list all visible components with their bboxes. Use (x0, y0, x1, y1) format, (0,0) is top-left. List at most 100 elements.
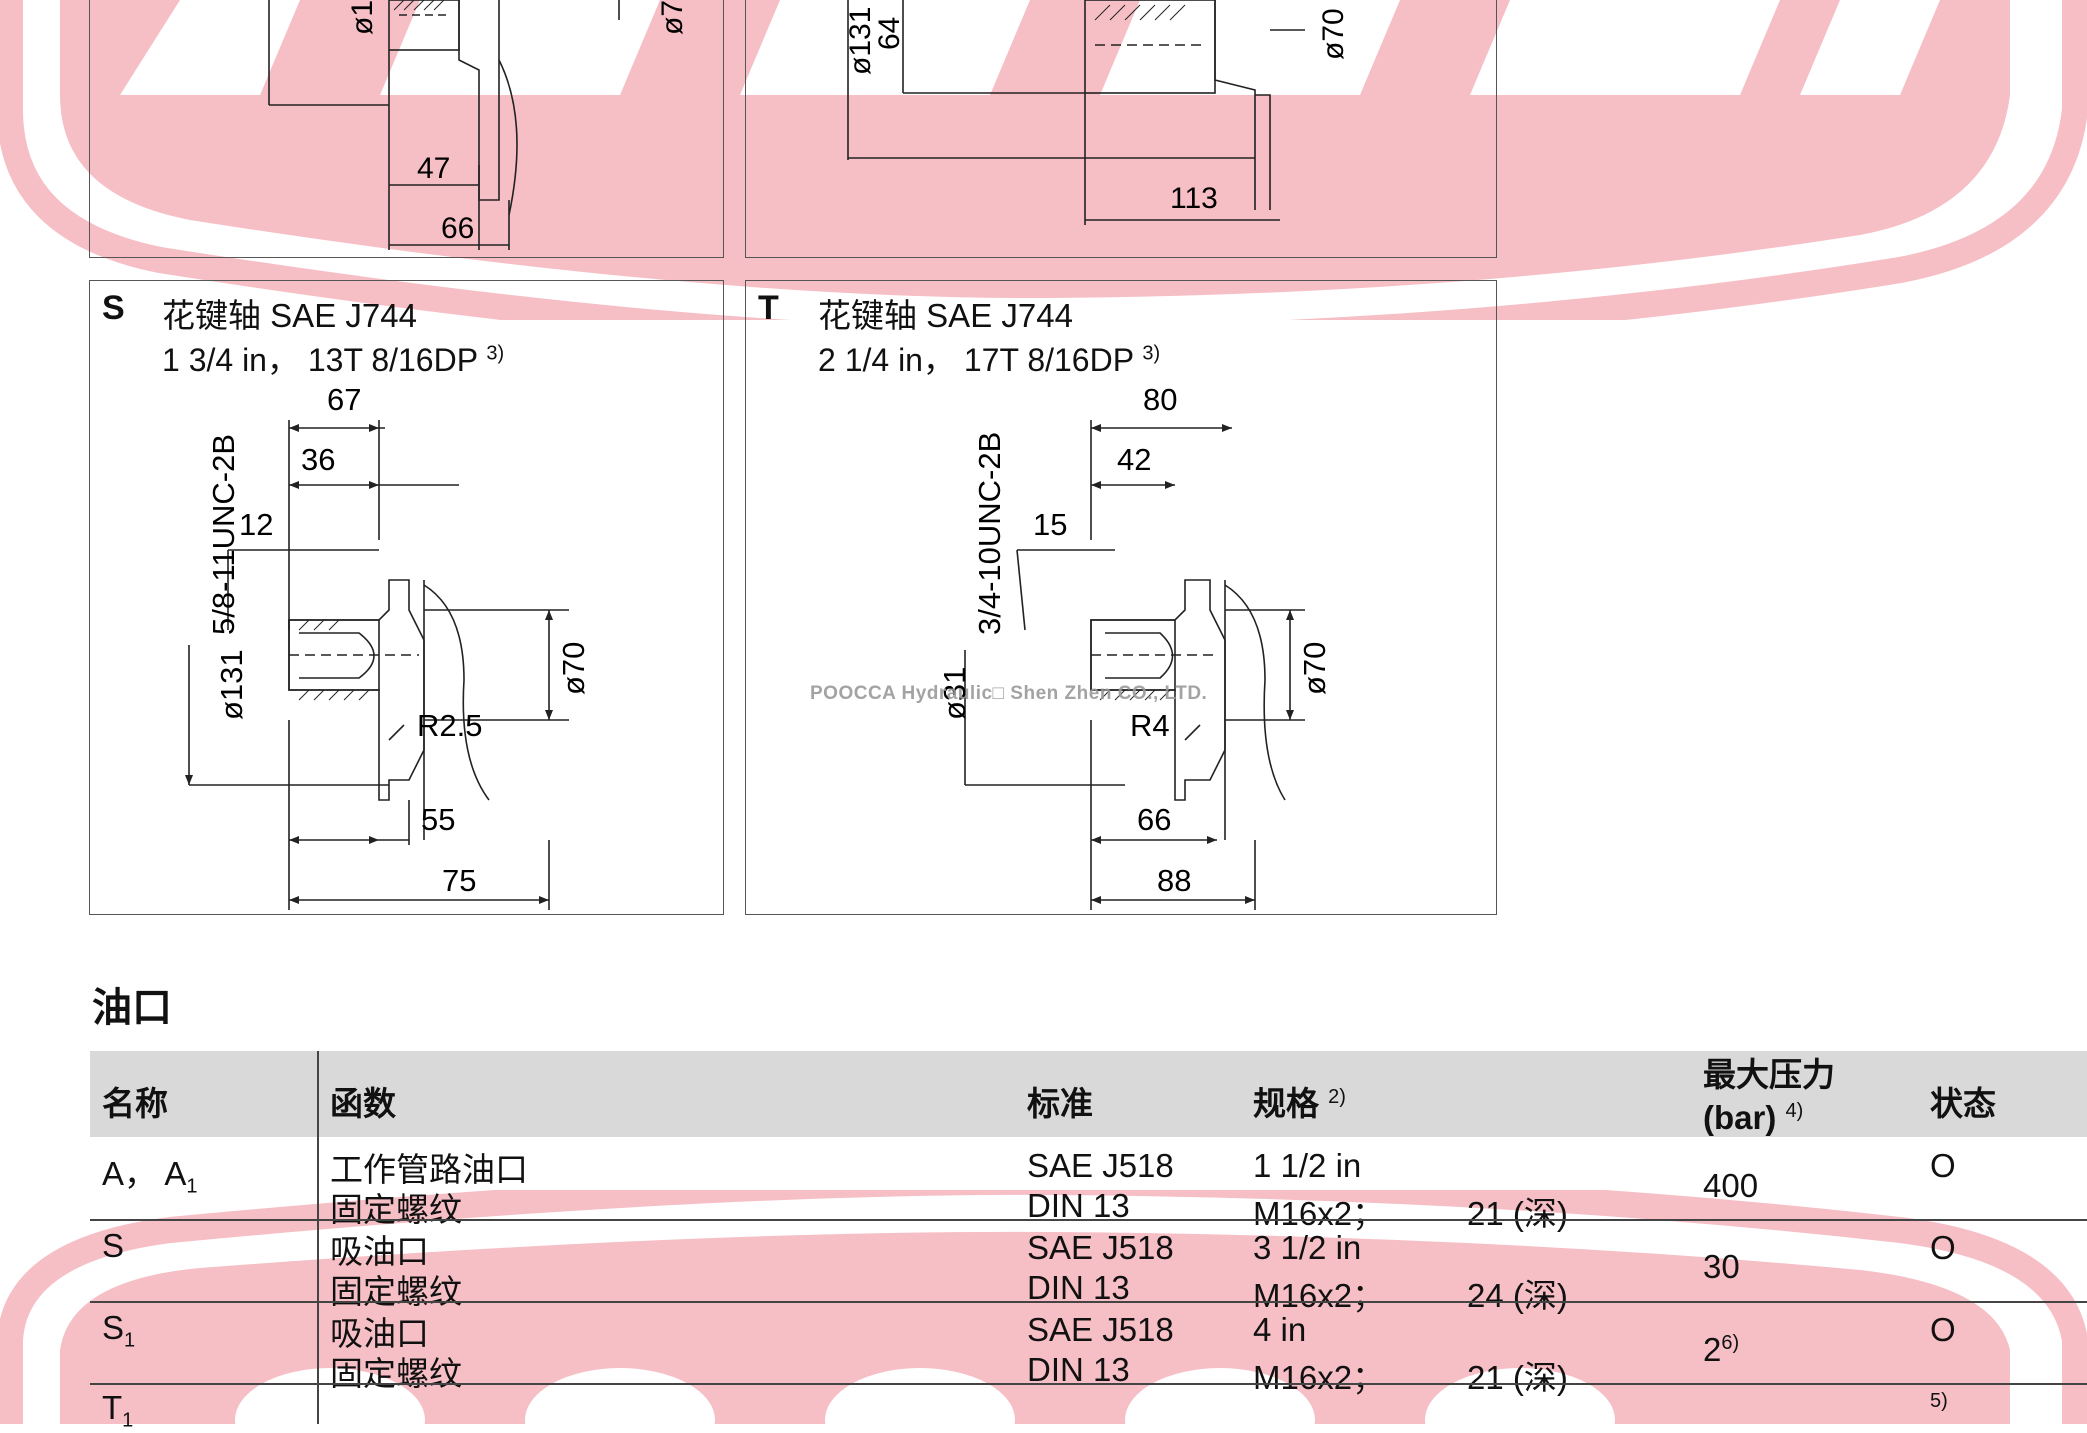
row1-divider (90, 1219, 2087, 1221)
shaft-s-subtitle-text: 1 3/4 in， 13T 8/16DP (162, 342, 478, 378)
row4-name-sub: 1 (122, 1409, 134, 1432)
row3-name: S1 (102, 1309, 135, 1353)
row1-spec: 1 1/2 in (1253, 1147, 1362, 1184)
header-spec-text: 规格 (1253, 1085, 1319, 1122)
row2-state: O (1930, 1229, 1956, 1266)
shaft-s-dim-55: 55 (421, 802, 455, 837)
shaft-t-dim-radius: R4 (1130, 708, 1170, 743)
row1-standard2: DIN 13 (1027, 1187, 1130, 1224)
row3-pressure-note: 6) (1721, 1332, 1740, 1354)
row3-state: O (1930, 1311, 1956, 1348)
row3-spec2: M16x2； (1253, 1359, 1386, 1396)
row2-function: 吸油口 (330, 1233, 429, 1270)
row2-standard2: DIN 13 (1027, 1269, 1130, 1306)
shaft-t-subtitle-text: 2 1/4 in， 17T 8/16DP (818, 342, 1134, 378)
row2-function2: 固定螺纹 (330, 1273, 462, 1310)
shaft-s-subtitle: 1 3/4 in， 13T 8/16DP 3) (162, 335, 504, 381)
header-state: 状态 (1930, 1085, 1996, 1122)
top-right-drawing-box (745, 0, 1497, 258)
row4-state-note: 5) (1930, 1389, 1948, 1427)
header-pressure-line2-wrap: (bar) 4) (1703, 1093, 1835, 1136)
shaft-t-dim-80: 80 (1143, 382, 1177, 417)
row1-state: O (1930, 1147, 1956, 1184)
row3-name-sub: 1 (124, 1329, 136, 1352)
shaft-t-dim-66: 66 (1137, 802, 1171, 837)
shaft-t-dim-42: 42 (1117, 442, 1151, 477)
row1-depth: 21 (深) (1467, 1195, 1568, 1232)
row2-spec: 3 1/2 in (1253, 1229, 1362, 1266)
header-name: 名称 (102, 1085, 168, 1122)
row1-function: 工作管路油口 (330, 1151, 528, 1188)
top-right-dim-64: 64 (873, 17, 906, 50)
row1-name-sub: 1 (186, 1175, 198, 1198)
shaft-s-dim-36: 36 (301, 442, 335, 477)
header-pressure-line2: (bar) (1703, 1099, 1777, 1136)
header-spec: 规格 2) (1253, 1077, 1346, 1125)
row2-pressure: 30 (1703, 1248, 1740, 1285)
row3-pressure: 26) (1703, 1331, 1739, 1369)
row1-pressure: 400 (1703, 1167, 1759, 1204)
shaft-t-subtitle: 2 1/4 in， 17T 8/16DP 3) (818, 335, 1160, 381)
shaft-s-dim-75: 75 (442, 863, 476, 898)
shaft-s-dim-12: 12 (239, 507, 273, 542)
row2-name: S (102, 1227, 125, 1264)
shaft-s-footnote: 3) (486, 342, 505, 365)
row3-function: 吸油口 (330, 1315, 429, 1352)
row3-standard2: DIN 13 (1027, 1351, 1130, 1388)
row3-function2: 固定螺纹 (330, 1355, 462, 1392)
row3-depth: 21 (深) (1467, 1359, 1568, 1396)
row2-spec2: M16x2； (1253, 1277, 1386, 1314)
top-right-dim-113: 113 (1170, 182, 1218, 215)
shaft-s-title: 花键轴 SAE J744 (162, 297, 417, 334)
shaft-s-dim-70: ø70 (556, 642, 591, 695)
shaft-s-dim-131: ø131 (214, 649, 249, 720)
ports-table-header: 名称 函数 标准 规格 2) 最大压力 (bar) 4) 状态 (90, 1051, 2087, 1137)
row2-divider (90, 1301, 2087, 1303)
shaft-t-title: 花键轴 SAE J744 (818, 297, 1073, 334)
row1-name-text: A， A (102, 1155, 187, 1192)
top-right-dim-131: ø131 (844, 7, 877, 75)
row1-name: A， A1 (102, 1147, 198, 1199)
row3-name-text: S (102, 1309, 125, 1346)
row1-spec2: M16x2； (1253, 1195, 1386, 1232)
header-pressure: 最大压力 (bar) 4) (1703, 1057, 1835, 1136)
shaft-s-drawing: 67 36 12 5/8-11UNC-2B ø131 ø70 R2.5 55 7… (185, 382, 591, 910)
ports-section-title: 油口 (92, 986, 172, 1030)
row4-name-text: T (102, 1389, 123, 1426)
shaft-t-dim-thread: 3/4-10UNC-2B (972, 432, 1007, 635)
center-watermark-text: POOCCA Hydraulic□ Shen Zhen CO., LTD. (810, 683, 1208, 704)
shaft-t-dim-70: ø70 (1297, 642, 1332, 695)
shaft-s-letter: S (102, 289, 125, 327)
header-pressure-note: 4) (1785, 1100, 1804, 1122)
shaft-t-dim-131: ø31 (937, 667, 972, 720)
top-left-shaft-drawing: ø131 ø7 47 66 (268, 0, 689, 250)
row4-note: 5) (1930, 1390, 1948, 1412)
top-right-shaft-drawing: ø131 64 ø70 113 (844, 0, 1350, 225)
shaft-t-dim-88: 88 (1157, 863, 1191, 898)
shaft-s-box: S 花键轴 SAE J744 1 3/4 in， 13T 8/16DP 3) (89, 280, 724, 915)
top-left-dim-131: ø131 (346, 0, 379, 35)
header-standard: 标准 (1027, 1085, 1093, 1122)
shaft-s-dim-67: 67 (327, 382, 361, 417)
header-spec-note: 2) (1328, 1086, 1346, 1108)
shaft-t-dim-15: 15 (1033, 507, 1067, 542)
table-column-divider (317, 1051, 319, 1424)
top-left-dim-7: ø7 (656, 0, 689, 35)
row3-pressure-value: 2 (1703, 1331, 1722, 1368)
row3-divider (90, 1383, 2087, 1385)
row1-function2: 固定螺纹 (330, 1191, 462, 1228)
top-left-dim-66: 66 (441, 212, 474, 245)
shaft-t-box: T 花键轴 SAE J744 2 1/4 in， 17T 8/16DP 3) (745, 280, 1497, 915)
row2-depth: 24 (深) (1467, 1277, 1568, 1314)
shaft-s-dim-radius: R2.5 (417, 708, 482, 743)
shaft-t-letter: T (758, 289, 779, 327)
row4-name: T1 (102, 1389, 133, 1433)
row2-standard: SAE J518 (1027, 1229, 1174, 1266)
header-function: 函数 (330, 1085, 396, 1122)
top-right-dim-70: ø70 (1317, 8, 1350, 60)
row3-standard: SAE J518 (1027, 1311, 1174, 1348)
shaft-t-drawing: 80 42 15 3/4-10UNC-2B ø31 ø70 R4 66 88 (937, 382, 1332, 910)
shaft-t-footnote: 3) (1142, 342, 1161, 365)
row3-spec: 4 in (1253, 1311, 1307, 1348)
top-left-drawing-box (89, 0, 724, 258)
